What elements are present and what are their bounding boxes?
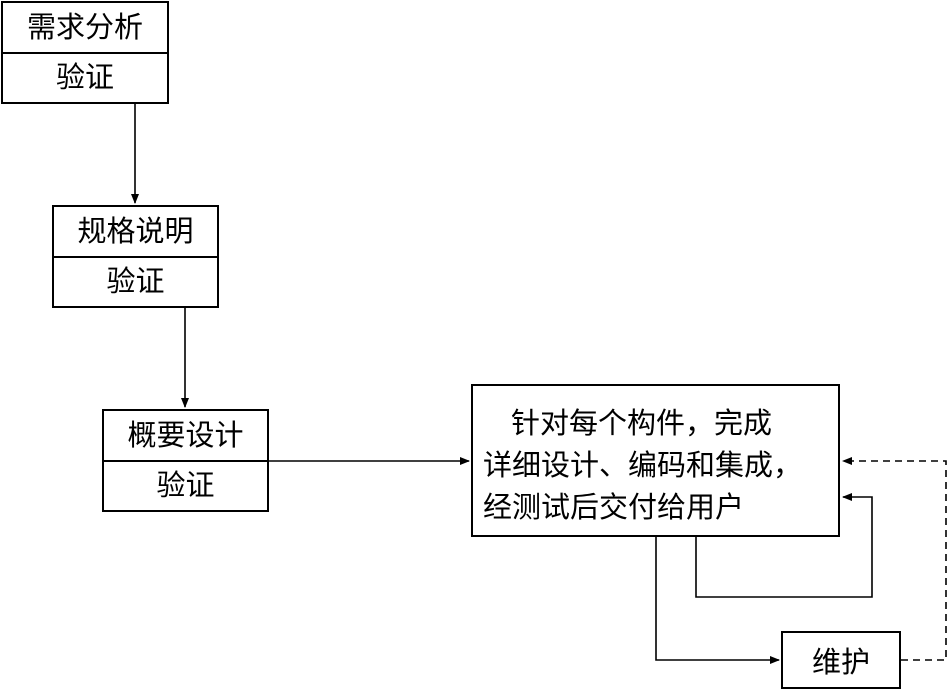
component-development-box: 针对每个构件，完成 详细设计、编码和集成， 经测试后交付给用户: [471, 384, 840, 537]
component-text-line: 详细设计、编码和集成，: [483, 448, 803, 482]
stage-high-level-design: 概要设计 验证: [102, 409, 269, 512]
stage-verify: 验证: [106, 264, 165, 299]
stage-requirements-analysis: 需求分析 验证: [1, 1, 169, 104]
stage-verify: 验证: [55, 60, 114, 95]
component-text-line: 针对每个构件，完成: [511, 406, 773, 440]
stage-specification: 规格说明 验证: [52, 205, 219, 308]
arrow-component-to-maintenance: [655, 537, 780, 664]
stage-title: 规格说明: [54, 207, 217, 258]
maintenance-label: 维护: [811, 645, 870, 679]
maintenance-box: 维护: [781, 631, 901, 689]
stage-title: 需求分析: [3, 3, 167, 54]
component-text-line: 经测试后交付给用户: [483, 490, 745, 524]
stage-title: 概要设计: [104, 411, 267, 462]
stage-verify: 验证: [156, 468, 215, 503]
